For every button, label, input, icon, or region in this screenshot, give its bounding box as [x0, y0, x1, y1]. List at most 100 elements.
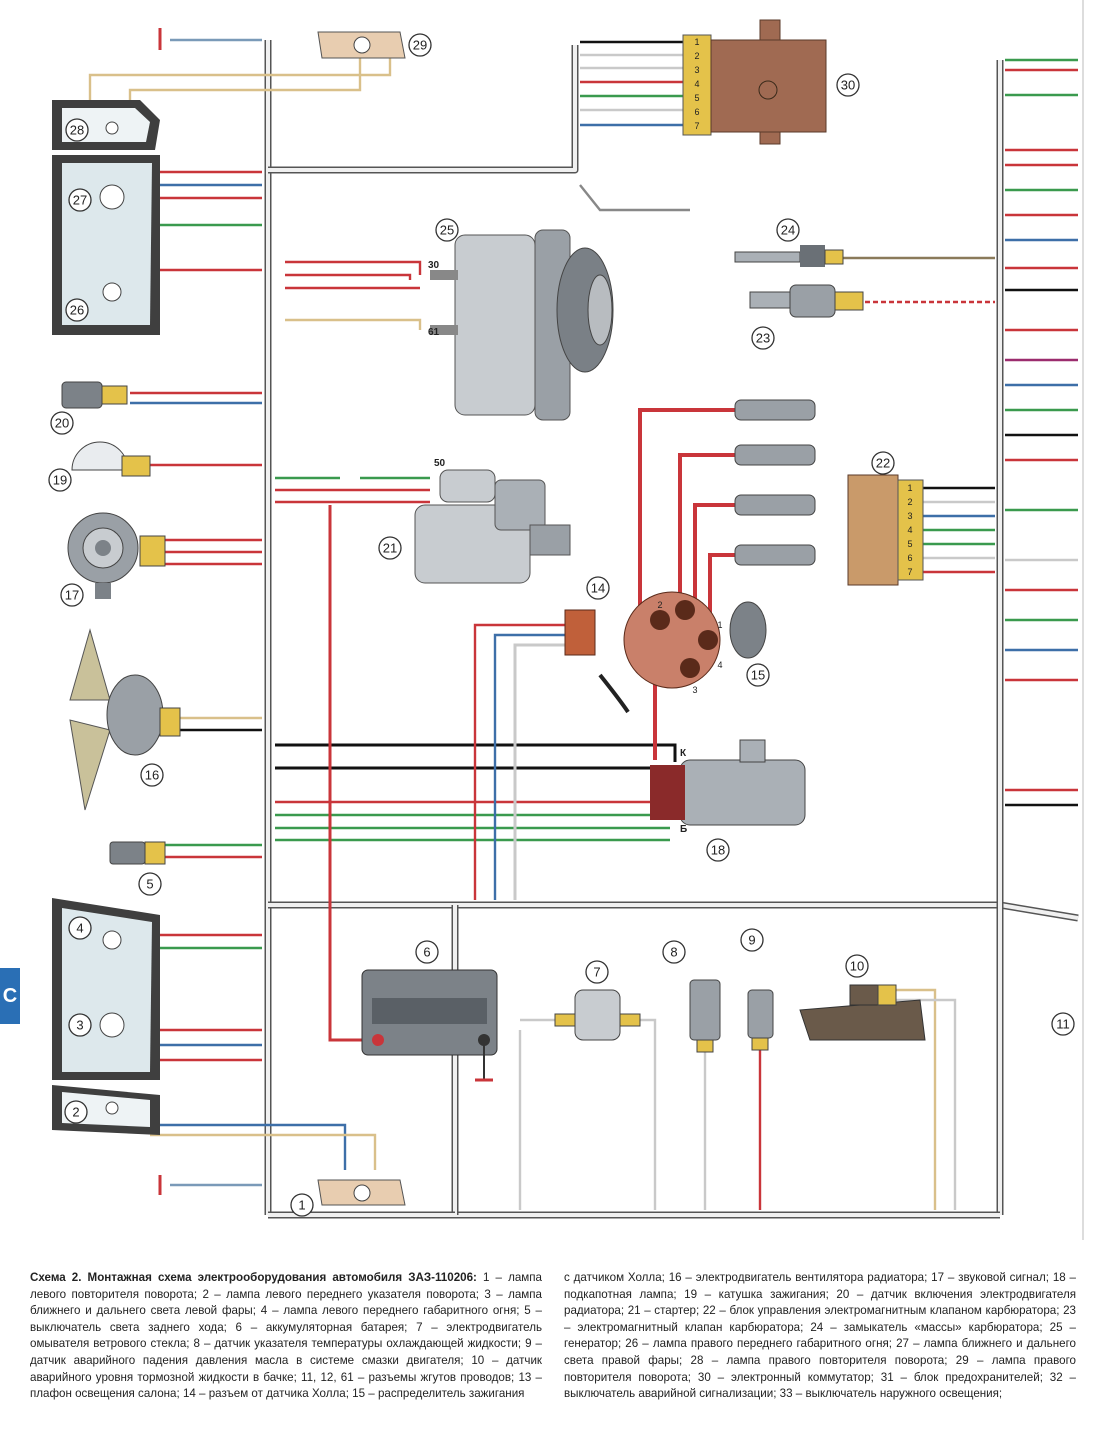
callout-9: 9 — [740, 928, 764, 952]
generator — [430, 229, 614, 421]
brake-fluid-reservoir — [799, 984, 926, 1041]
svg-text:3: 3 — [907, 511, 912, 521]
svg-text:26: 26 — [70, 303, 84, 318]
right-repeater-lamp — [158, 28, 406, 59]
svg-text:21: 21 — [383, 541, 397, 556]
svg-text:29: 29 — [413, 38, 427, 53]
ignition-coil — [650, 739, 806, 826]
spark-plugs — [734, 399, 816, 566]
callout-19: 18 — [706, 838, 730, 862]
callout-15: 15 — [746, 663, 770, 687]
callout-1: 1 — [290, 1193, 314, 1217]
left-repeater-lamp — [158, 1175, 406, 1206]
svg-text:23: 23 — [756, 331, 770, 346]
svg-text:5: 5 — [907, 539, 912, 549]
reverse-light-switch — [109, 841, 166, 865]
svg-text:8: 8 — [670, 945, 677, 960]
caption-title: Схема 2. Монтажная схема электрооборудов… — [30, 1271, 477, 1284]
distributor-pin-4: 4 — [717, 660, 722, 670]
ignition-distributor — [598, 591, 767, 714]
svg-text:2: 2 — [907, 497, 912, 507]
coolant-temp-sensor — [689, 979, 721, 1053]
battery — [361, 969, 498, 1082]
starter-terminal-50: 50 — [434, 458, 446, 469]
svg-text:9: 9 — [748, 933, 755, 948]
svg-text:28: 28 — [70, 123, 84, 138]
callout-3: 3 — [68, 1013, 92, 1037]
callout-27: 27 — [68, 188, 92, 212]
svg-text:6: 6 — [694, 107, 699, 117]
svg-text:14: 14 — [591, 581, 605, 596]
coil-terminal-k: К — [680, 748, 687, 759]
svg-text:4: 4 — [907, 525, 912, 535]
svg-text:3: 3 — [694, 65, 699, 75]
caption-left: Схема 2. Монтажная схема электрооборудов… — [30, 1270, 542, 1403]
distributor-pin-1: 1 — [717, 620, 722, 630]
callout-16: 16 — [140, 763, 164, 787]
svg-text:10: 10 — [850, 959, 864, 974]
svg-text:4: 4 — [76, 921, 83, 936]
svg-text:30: 30 — [841, 78, 855, 93]
callout-29: 29 — [408, 33, 432, 57]
caption-left-text: 1 – лампа левого повторителя поворота; 2… — [30, 1271, 542, 1401]
starter — [414, 469, 571, 584]
svg-text:17: 17 — [65, 588, 79, 603]
distributor-pin-2: 2 — [657, 600, 662, 610]
distributor-pin-3: 3 — [692, 685, 697, 695]
callout-25: 25 — [435, 218, 459, 242]
svg-text:18: 18 — [711, 843, 725, 858]
callout-17: 17 — [60, 583, 84, 607]
underhood-lamp — [71, 441, 151, 477]
callout-2: 2 — [64, 1100, 88, 1124]
callout-22: 22 — [871, 451, 895, 475]
svg-text:24: 24 — [781, 223, 795, 238]
hall-sensor-connector — [564, 609, 596, 656]
callout-5: 5 — [138, 872, 162, 896]
carburetor-valve-control-unit — [847, 474, 924, 586]
svg-text:3: 3 — [76, 1018, 83, 1033]
caption-right-text: с датчиком Холла; 16 – электродвигатель … — [564, 1271, 1076, 1401]
callout-20: 20 — [50, 411, 74, 435]
generator-terminal-61: 61 — [428, 327, 440, 338]
callout-6: 6 — [415, 940, 439, 964]
svg-text:22: 22 — [876, 456, 890, 471]
callout-8: 8 — [662, 940, 686, 964]
svg-text:1: 1 — [907, 483, 912, 493]
generator-terminal-30: 30 — [428, 260, 440, 271]
commutator-pin-labels: 1 2 3 4 5 6 7 — [694, 37, 699, 131]
callout-23: 23 — [751, 326, 775, 350]
washer-motor — [554, 989, 641, 1041]
radiator-fan-motor — [69, 628, 181, 811]
electronic-commutator — [682, 19, 827, 145]
svg-text:15: 15 — [751, 668, 765, 683]
caption-right: с датчиком Холла; 16 – электродвигатель … — [564, 1270, 1076, 1403]
svg-text:19: 19 — [53, 473, 67, 488]
callout-14: 14 — [586, 576, 610, 600]
svg-text:2: 2 — [694, 51, 699, 61]
callout-10: 10 — [845, 954, 869, 978]
callout-24: 24 — [776, 218, 800, 242]
callout-4: 4 — [68, 916, 92, 940]
svg-text:27: 27 — [73, 193, 87, 208]
section-tab: C — [0, 968, 20, 1024]
svg-text:2: 2 — [72, 1105, 79, 1120]
callout-11: 11 — [1051, 1012, 1075, 1036]
callout-28: 28 — [65, 118, 89, 142]
svg-text:6: 6 — [907, 553, 912, 563]
left-headlamp-unit — [52, 898, 160, 1135]
callout-18: 19 — [48, 468, 72, 492]
svg-text:1: 1 — [694, 37, 699, 47]
main-harness — [264, 40, 1079, 1219]
callout-26: 26 — [65, 298, 89, 322]
svg-text:6: 6 — [423, 945, 430, 960]
svg-text:7: 7 — [593, 965, 600, 980]
svg-text:25: 25 — [440, 223, 454, 238]
page-edge — [1082, 0, 1084, 1240]
wiring-diagram: 30 61 50 К Б 2 1 4 3 1 2 3 4 5 6 7 1 2 3… — [48, 19, 1079, 1219]
wires — [88, 38, 1078, 1210]
callout-30: 30 — [836, 73, 860, 97]
coil-terminal-b: Б — [680, 824, 687, 835]
carb-block-pin-labels: 1 2 3 4 5 6 7 — [907, 483, 912, 577]
svg-text:16: 16 — [145, 768, 159, 783]
horn — [67, 512, 166, 599]
